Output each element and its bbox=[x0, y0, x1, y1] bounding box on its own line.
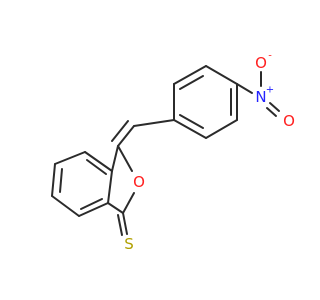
nitrogen-label: N bbox=[255, 88, 266, 106]
bond bbox=[173, 65, 207, 85]
double-bond-inner bbox=[179, 114, 204, 129]
sulfur-label: S bbox=[124, 235, 134, 253]
bond bbox=[236, 83, 253, 94]
chemical-structure-diagram: N + O - O O S bbox=[51, 51, 295, 253]
bond bbox=[205, 119, 238, 139]
oxygen-label: O bbox=[133, 173, 145, 191]
double-bond-inner bbox=[59, 168, 63, 193]
bond bbox=[269, 102, 280, 112]
bond bbox=[117, 125, 135, 147]
bond bbox=[51, 195, 80, 217]
bond bbox=[51, 163, 56, 197]
oxygen-charge: - bbox=[268, 51, 272, 62]
isobenzofuranthione-core: O S bbox=[51, 145, 145, 253]
bond bbox=[107, 170, 113, 204]
bond bbox=[107, 202, 124, 214]
methylidene-linker bbox=[111, 119, 175, 147]
double-bond-inner bbox=[111, 120, 129, 142]
double-bond-inner bbox=[80, 198, 103, 210]
bond bbox=[117, 145, 133, 172]
bond bbox=[122, 192, 135, 214]
bond bbox=[133, 119, 175, 127]
double-bond-inner bbox=[179, 75, 204, 90]
bond bbox=[122, 212, 128, 235]
double-bond-inner bbox=[86, 159, 107, 175]
oxygen-label: O bbox=[255, 54, 267, 72]
bond bbox=[54, 151, 86, 165]
double-bond-inner bbox=[266, 107, 277, 117]
bond bbox=[173, 119, 207, 139]
double-bond-inner bbox=[117, 214, 123, 236]
nitrophenyl-ring bbox=[173, 65, 238, 139]
bond bbox=[111, 145, 119, 172]
bond bbox=[84, 151, 113, 172]
oxygen-label: O bbox=[283, 112, 295, 130]
nitro-group: N + O - O bbox=[236, 51, 295, 130]
bond bbox=[205, 65, 238, 85]
bond bbox=[78, 202, 109, 217]
nitrogen-charge: + bbox=[266, 85, 274, 96]
